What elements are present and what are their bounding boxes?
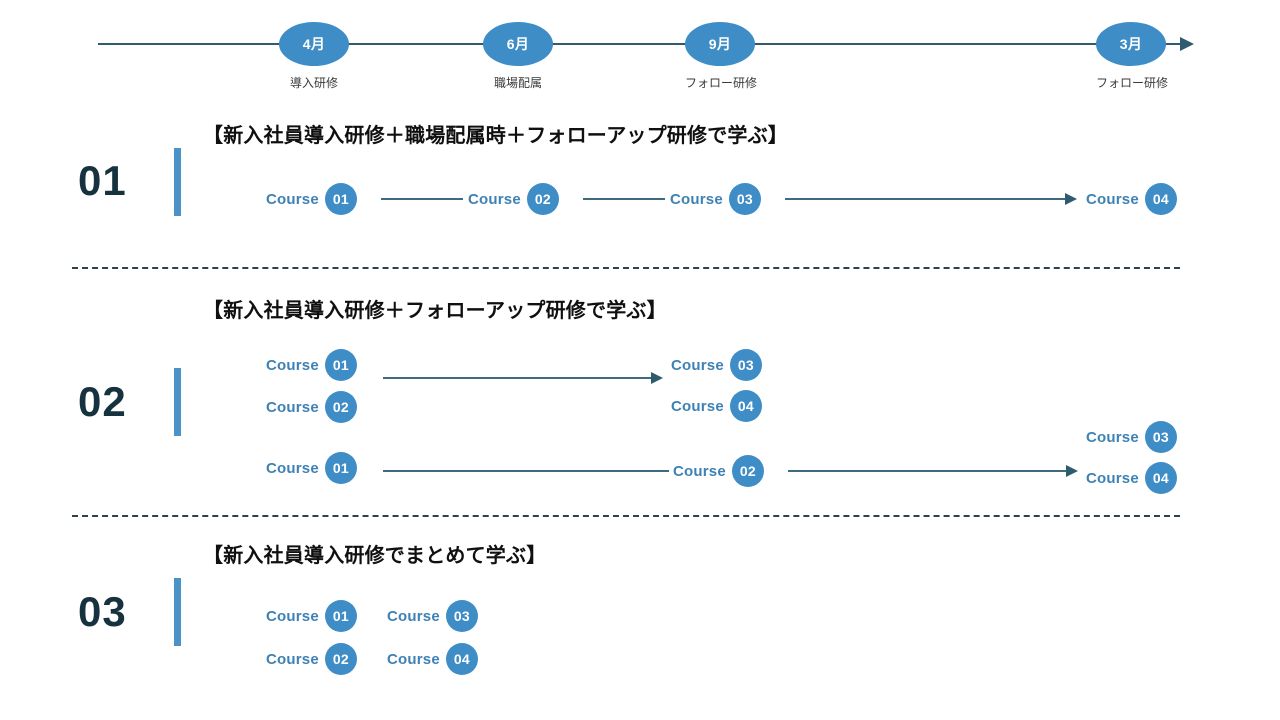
- section-01-course-1[interactable]: Course 01: [266, 183, 357, 215]
- section-02-arrow-icon-upper: [651, 372, 663, 384]
- course-label: Course: [266, 607, 319, 625]
- section-01-connector-3: [785, 198, 1067, 200]
- course-badge: 04: [445, 643, 478, 675]
- timeline-node-2-month: 6月: [483, 22, 553, 66]
- course-label: Course: [387, 607, 440, 625]
- course-badge: 03: [445, 600, 478, 632]
- course-label: Course: [266, 459, 319, 477]
- section-01-connector-1: [381, 198, 463, 200]
- timeline-node-1-month: 4月: [279, 22, 349, 66]
- section-02-course-6[interactable]: Course 02: [673, 455, 764, 487]
- section-03-course-3[interactable]: Course 02: [266, 643, 357, 675]
- course-badge: 04: [729, 390, 762, 422]
- section-02-course-3[interactable]: Course 03: [671, 349, 762, 381]
- course-label: Course: [387, 650, 440, 668]
- section-02-connector-lower-1: [383, 470, 669, 472]
- section-02-course-2[interactable]: Course 02: [266, 391, 357, 423]
- section-03-accent-bar: [174, 578, 181, 646]
- course-label: Course: [673, 462, 726, 480]
- section-02-course-7[interactable]: Course 03: [1086, 421, 1177, 453]
- course-badge: 02: [731, 455, 764, 487]
- timeline-node-2[interactable]: 6月 職場配属: [483, 22, 553, 91]
- course-label: Course: [671, 397, 724, 415]
- section-01-arrow-icon: [1065, 193, 1077, 205]
- course-badge: 03: [1144, 421, 1177, 453]
- course-badge: 04: [1144, 183, 1177, 215]
- course-label: Course: [1086, 190, 1139, 208]
- section-03-number: 03: [78, 588, 127, 635]
- timeline-node-3-caption: フォロー研修: [685, 76, 758, 90]
- section-02-connector-lower-2: [788, 470, 1068, 472]
- timeline-node-3-month: 9月: [685, 22, 755, 66]
- course-badge: 02: [324, 643, 357, 675]
- divider-1: [72, 267, 1180, 269]
- section-02-course-1[interactable]: Course 01: [266, 349, 357, 381]
- section-02-connector-upper: [383, 377, 653, 379]
- timeline-node-1-caption: 導入研修: [289, 76, 338, 90]
- course-badge: 02: [324, 391, 357, 423]
- course-label: Course: [670, 190, 723, 208]
- course-badge: 04: [1144, 462, 1177, 494]
- timeline-arrow-icon: [1180, 37, 1194, 51]
- section-01-course-3[interactable]: Course 03: [670, 183, 761, 215]
- divider-2: [72, 515, 1180, 517]
- course-label: Course: [266, 650, 319, 668]
- course-badge: 03: [729, 349, 762, 381]
- course-badge: 01: [324, 183, 357, 215]
- course-label: Course: [1086, 428, 1139, 446]
- timeline-node-4[interactable]: 3月 フォロー研修: [1096, 22, 1169, 91]
- section-02-number: 02: [78, 378, 127, 425]
- course-label: Course: [266, 398, 319, 416]
- course-badge: 02: [526, 183, 559, 215]
- timeline-axis: [98, 43, 1184, 45]
- course-label: Course: [1086, 469, 1139, 487]
- course-badge: 01: [324, 600, 357, 632]
- timeline-node-4-caption: フォロー研修: [1096, 76, 1169, 90]
- section-03-heading: 【新入社員導入研修でまとめて学ぶ】: [203, 545, 547, 567]
- section-02-arrow-icon-lower: [1066, 465, 1078, 477]
- section-01-heading: 【新入社員導入研修＋職場配属時＋フォローアップ研修で学ぶ】: [203, 125, 788, 147]
- section-03-course-1[interactable]: Course 01: [266, 600, 357, 632]
- section-03-course-2[interactable]: Course 03: [387, 600, 478, 632]
- timeline-node-3[interactable]: 9月 フォロー研修: [685, 22, 758, 91]
- course-label: Course: [266, 190, 319, 208]
- course-label: Course: [266, 356, 319, 374]
- section-02-course-8[interactable]: Course 04: [1086, 462, 1177, 494]
- course-badge: 03: [728, 183, 761, 215]
- section-02-course-4[interactable]: Course 04: [671, 390, 762, 422]
- section-02-course-5[interactable]: Course 01: [266, 452, 357, 484]
- course-label: Course: [671, 356, 724, 374]
- timeline: 4月 導入研修 6月 職場配属 9月 フォロー研修 3月 フォロー研修: [0, 0, 1280, 100]
- section-02-accent-bar: [174, 368, 181, 436]
- section-01-accent-bar: [174, 148, 181, 216]
- section-01-number: 01: [78, 157, 127, 204]
- timeline-node-2-caption: 職場配属: [493, 76, 542, 90]
- timeline-node-4-month: 3月: [1096, 22, 1166, 66]
- section-03-course-4[interactable]: Course 04: [387, 643, 478, 675]
- course-badge: 01: [324, 349, 357, 381]
- section-01-course-4[interactable]: Course 04: [1086, 183, 1177, 215]
- timeline-node-1[interactable]: 4月 導入研修: [279, 22, 349, 91]
- section-01-course-2[interactable]: Course 02: [468, 183, 559, 215]
- section-01-connector-2: [583, 198, 665, 200]
- course-label: Course: [468, 190, 521, 208]
- course-badge: 01: [324, 452, 357, 484]
- section-02-heading: 【新入社員導入研修＋フォローアップ研修で学ぶ】: [203, 300, 667, 322]
